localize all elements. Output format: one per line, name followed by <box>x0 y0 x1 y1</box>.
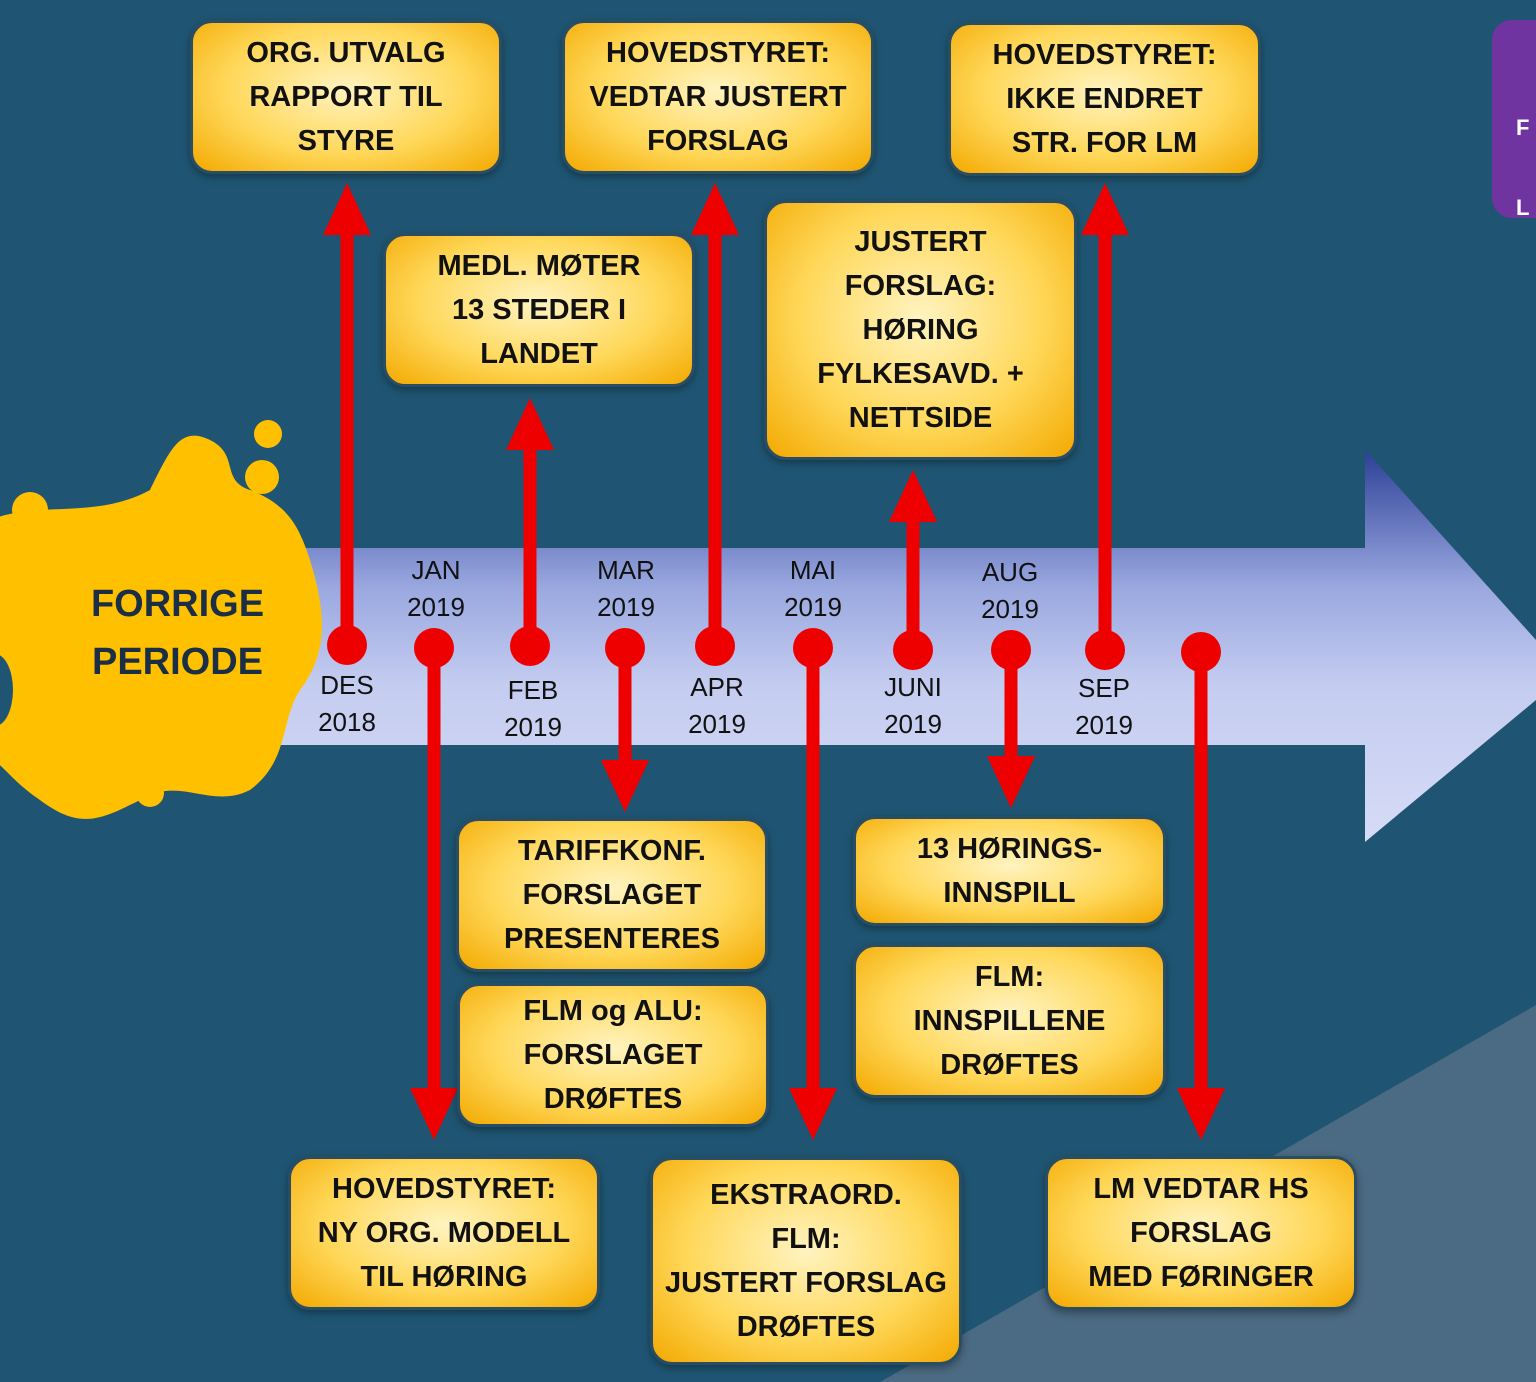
arrow-sep-2019 <box>1081 183 1129 670</box>
side-tab: F L <box>1492 20 1536 218</box>
date-sep-2019: SEP 2019 <box>1075 673 1133 740</box>
date-apr-2019: APR 2019 <box>688 672 746 739</box>
box-lm-vedtar: LM VEDTAR HS FORSLAG MED FØRINGER <box>1045 1156 1357 1310</box>
box-org-utvalg: ORG. UTVALG RAPPORT TIL STYRE <box>190 20 502 174</box>
arrow-juni-2019 <box>889 470 937 670</box>
arrow-mar-2019 <box>601 628 649 812</box>
box-medl-moter: MEDL. MØTER 13 STEDER I LANDET <box>383 233 695 387</box>
date-feb-2019: FEB 2019 <box>504 675 562 742</box>
date-mai-2019: MAI 2019 <box>784 555 842 622</box>
box-hovedstyret-ikke-endret: HOVEDSTYRET: IKKE ENDRET STR. FOR LM <box>948 22 1261 176</box>
box-hovedstyret-ny-org: HOVEDSTYRET: NY ORG. MODELL TIL HØRING <box>288 1156 600 1310</box>
arrow-des-2018 <box>323 183 371 665</box>
side-tab-line2: L <box>1516 195 1530 218</box>
date-juni-2019: JUNI 2019 <box>884 672 942 739</box>
date-jan-2019: JAN 2019 <box>407 555 465 622</box>
box-flm-og-alu: FLM og ALU: FORSLAGET DRØFTES <box>457 983 769 1127</box>
arrow-feb-2019 <box>506 398 554 666</box>
connector-arrows <box>323 183 1225 1140</box>
previous-period-label: FORRIGE PERIODE <box>90 583 265 683</box>
arrow-apr-2019 <box>691 183 739 666</box>
date-aug-2019: AUG 2019 <box>981 557 1039 624</box>
date-des-2018: DES 2018 <box>318 670 376 737</box>
box-flm-innspillene: FLM: INNSPILLENE DRØFTES <box>853 944 1166 1098</box>
box-tariffkonf: TARIFFKONF. FORSLAGET PRESENTERES <box>456 818 768 972</box>
arrow-mai-2019 <box>789 628 837 1140</box>
box-justert-forslag-horing: JUSTERT FORSLAG: HØRING FYLKESAVD. + NET… <box>764 200 1077 460</box>
arrow-sep-2019-down <box>1177 632 1225 1140</box>
splat-hole <box>0 655 13 725</box>
arrow-jan-2019 <box>410 628 458 1140</box>
box-ekstraord-flm: EKSTRAORD. FLM: JUSTERT FORSLAG DRØFTES <box>650 1157 962 1365</box>
box-horingsinnspill: 13 HØRINGS- INNSPILL <box>853 816 1166 926</box>
arrow-aug-2019 <box>987 630 1035 808</box>
date-mar-2019: MAR 2019 <box>597 555 655 622</box>
box-hovedstyret-vedtar: HOVEDSTYRET: VEDTAR JUSTERT FORSLAG <box>562 20 874 174</box>
side-tab-line1: F <box>1516 115 1530 140</box>
splat-shape <box>0 420 322 819</box>
